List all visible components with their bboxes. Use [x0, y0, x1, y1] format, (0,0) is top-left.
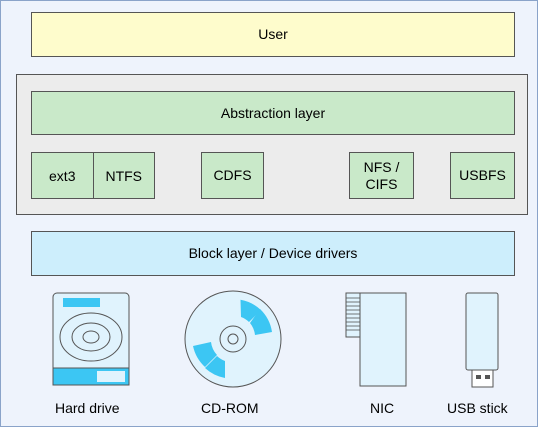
block-layer-label: Block layer / Device drivers	[188, 245, 358, 261]
usbfs-label: USBFS	[459, 167, 506, 183]
ext3-ntfs-box: ext3 NTFS	[31, 152, 155, 199]
usbfs-box: USBFS	[450, 152, 515, 199]
nfs-cifs-box: NFS / CIFS	[349, 152, 414, 199]
user-layer-label: User	[258, 26, 288, 42]
user-layer: User	[31, 12, 515, 57]
nfs-label: NFS /	[363, 158, 400, 175]
cd-rom-label: CD-ROM	[201, 400, 259, 416]
cdfs-box: CDFS	[201, 152, 264, 199]
ext3-box: ext3	[32, 153, 93, 198]
hard-drive-label: Hard drive	[55, 400, 120, 416]
nic-label: NIC	[370, 400, 395, 416]
nfs-cifs-label: NFS / CIFS	[364, 159, 400, 193]
usb-stick-icon	[465, 292, 499, 388]
ext3-label: ext3	[49, 167, 76, 184]
ntfs-box: NTFS	[92, 153, 155, 198]
cd-rom-icon	[184, 290, 282, 388]
nic-icon	[345, 292, 407, 387]
block-layer: Block layer / Device drivers	[31, 231, 515, 276]
cdfs-label: CDFS	[213, 167, 252, 183]
abstraction-layer: Abstraction layer	[31, 91, 515, 135]
ntfs-label: NTFS	[105, 167, 143, 184]
abstraction-layer-label: Abstraction layer	[220, 104, 326, 121]
cifs-label: CIFS	[365, 175, 398, 192]
hard-drive-icon	[52, 292, 130, 386]
usb-stick-label: USB stick	[447, 400, 508, 416]
